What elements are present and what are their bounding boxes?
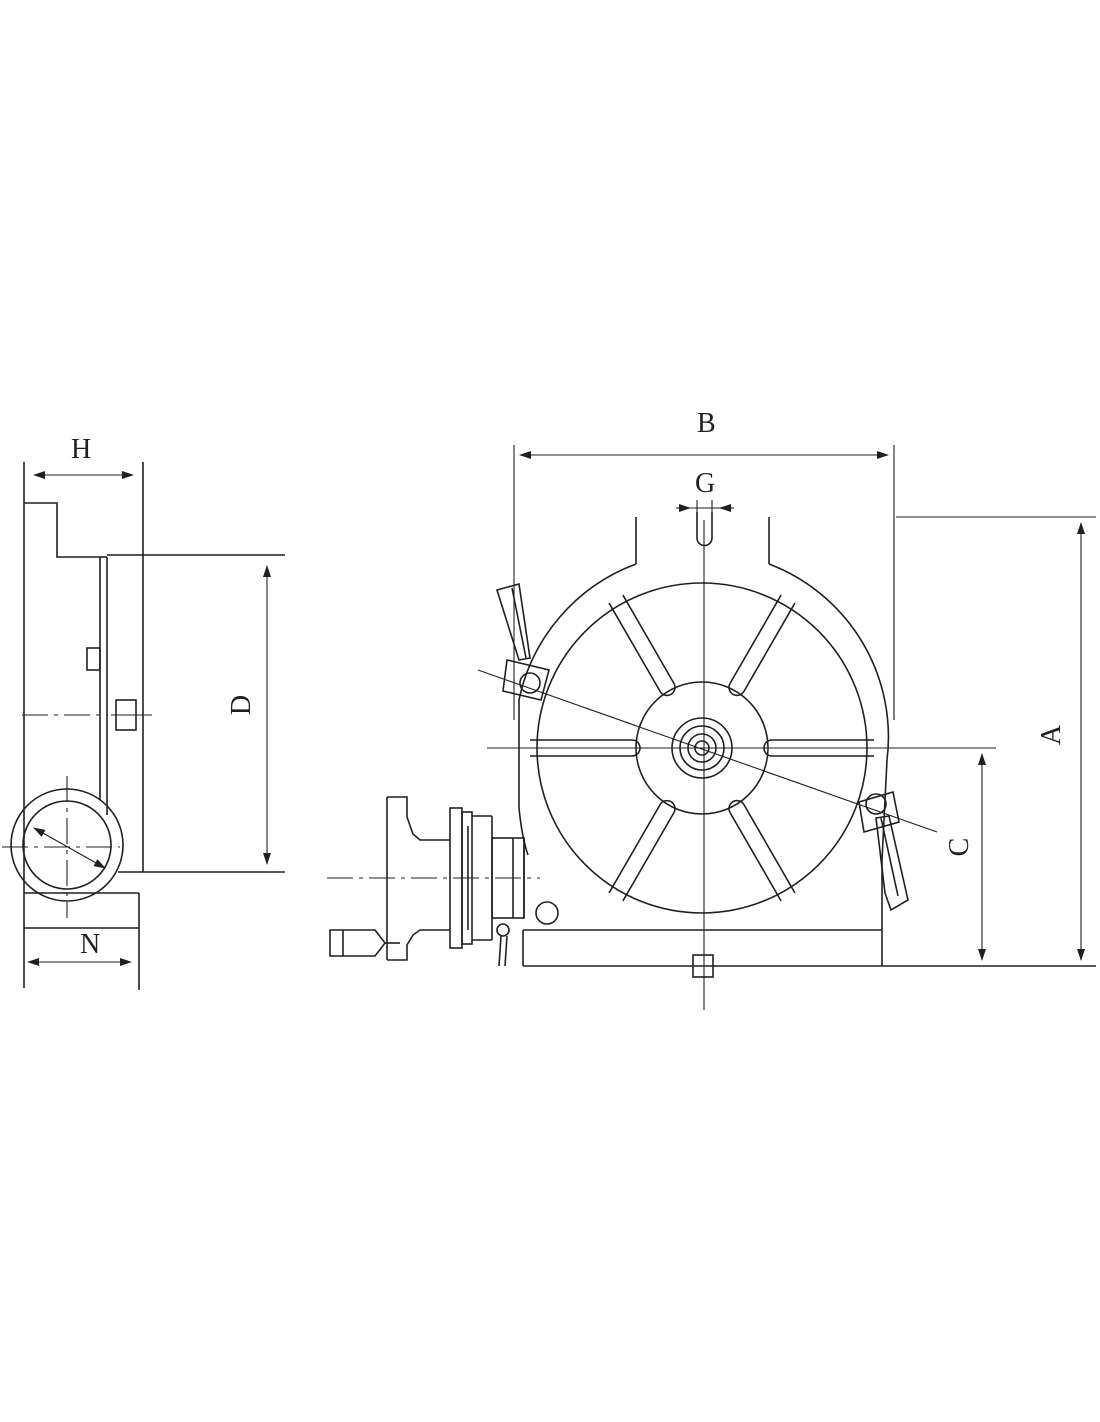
t-slot-6 — [728, 594, 796, 697]
clamp-lever-top-left — [495, 582, 550, 701]
dimension-label-c: C — [944, 838, 975, 857]
t-slot-2 — [728, 799, 796, 902]
dimension-label-d: D — [226, 695, 257, 715]
dimension-label-b: B — [697, 408, 716, 439]
clamp-lever-bottom-right — [858, 790, 909, 912]
t-slot-3 — [608, 799, 676, 902]
t-slot-5 — [608, 594, 676, 697]
dimension-label-a: A — [1036, 724, 1067, 745]
side-view: H N D — [2, 434, 285, 990]
table-t-slots — [530, 594, 874, 902]
worm-shaft-assembly — [327, 796, 540, 967]
dimension-label-h: H — [71, 434, 91, 465]
dimension-label-g: G — [695, 468, 715, 499]
dimension-label-n: N — [80, 929, 100, 960]
front-view: B G — [327, 408, 1096, 1010]
